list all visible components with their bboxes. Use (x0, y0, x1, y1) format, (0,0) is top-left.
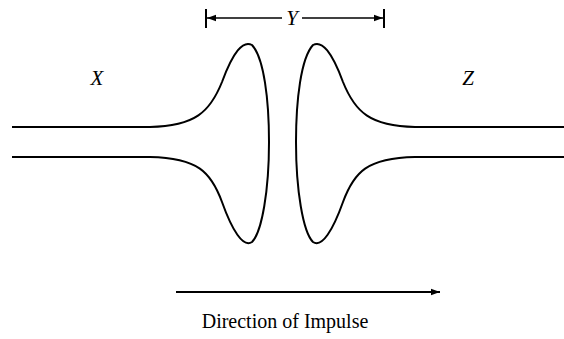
dimension-label: Y (282, 8, 302, 29)
caption-label: Direction of Impulse (202, 311, 369, 331)
postsynaptic-terminal (296, 44, 564, 243)
impulse-arrow (176, 291, 440, 293)
presynaptic-terminal (12, 44, 269, 243)
dimension-tick (205, 9, 207, 28)
dimension-tick (383, 9, 385, 28)
part-label: X (91, 68, 104, 89)
part-label: Z (462, 68, 474, 89)
